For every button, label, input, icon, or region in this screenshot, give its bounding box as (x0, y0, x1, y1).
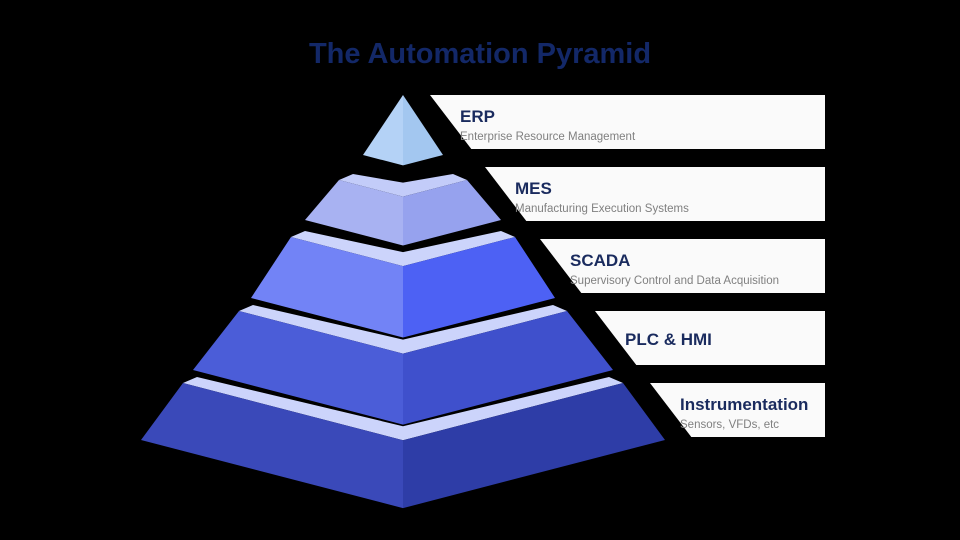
mes-face-top-icon (339, 174, 467, 197)
scada-face-left-icon (251, 237, 403, 338)
erp-face-left-icon (363, 95, 403, 166)
plc-hmi-face-left-icon (193, 311, 403, 425)
label-card-mes: MES Manufacturing Execution Systems (485, 167, 825, 221)
instrumentation-face-left-icon (141, 383, 403, 509)
label-card-scada: SCADA Supervisory Control and Data Acqui… (540, 239, 825, 293)
label-card-instrumentation: Instrumentation Sensors, VFDs, etc (650, 383, 825, 437)
scada-face-top-icon (291, 231, 515, 267)
scada-face-right-icon (403, 237, 555, 338)
instrumentation-face-top-icon (183, 377, 623, 441)
level-labels: ERP Enterprise Resource Management MES M… (430, 95, 825, 437)
label-subtitle: Sensors, VFDs, etc (680, 419, 779, 431)
erp-face-right-icon (403, 95, 443, 166)
label-card-bg (595, 311, 825, 365)
page-title: The Automation Pyramid (309, 38, 651, 70)
label-title: SCADA (570, 251, 630, 270)
mes-face-right-icon (403, 180, 501, 246)
label-title: PLC & HMI (625, 330, 712, 349)
label-card-bg (430, 95, 825, 149)
label-title: Instrumentation (680, 395, 808, 414)
label-title: MES (515, 179, 552, 198)
pyramid-level-instrumentation (141, 377, 665, 509)
mes-face-left-icon (305, 180, 403, 246)
instrumentation-face-right-icon (403, 383, 665, 509)
pyramid-level-plc-hmi (193, 305, 613, 425)
plc-hmi-face-right-icon (403, 311, 613, 425)
label-card-bg (540, 239, 825, 293)
label-subtitle: Supervisory Control and Data Acquisition (570, 275, 779, 287)
pyramid-level-erp (363, 95, 443, 166)
label-card-bg (650, 383, 825, 437)
label-card-erp: ERP Enterprise Resource Management (430, 95, 825, 149)
pyramid (141, 95, 665, 509)
label-card-bg (485, 167, 825, 221)
label-card-plc-hmi: PLC & HMI (595, 311, 825, 365)
plc-hmi-face-top-icon (239, 305, 567, 354)
label-subtitle: Enterprise Resource Management (460, 131, 636, 143)
label-title: ERP (460, 107, 495, 126)
label-subtitle: Manufacturing Execution Systems (515, 203, 689, 215)
pyramid-level-mes (305, 174, 501, 246)
pyramid-level-scada (251, 231, 555, 338)
